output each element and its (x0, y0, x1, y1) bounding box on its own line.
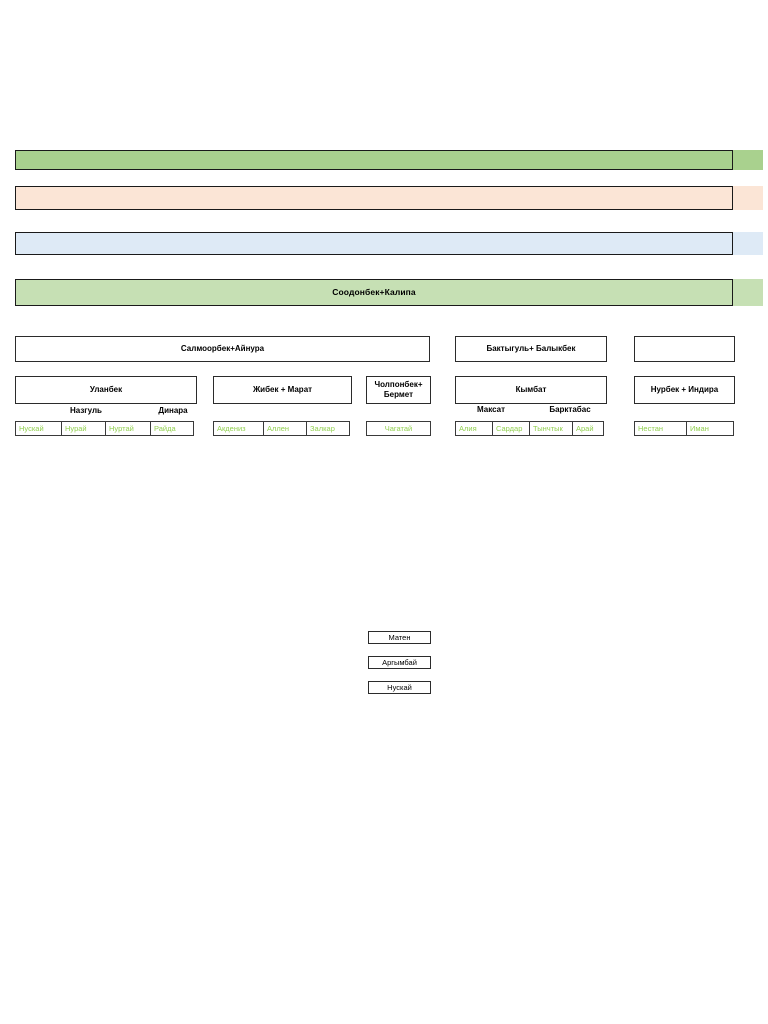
name-cell[interactable]: Нестан (634, 421, 687, 436)
name-cell-label: Чагатай (384, 423, 413, 433)
child-cholponbek[interactable]: Чолпонбек+ Бермет (366, 376, 431, 404)
name-cell[interactable]: Акдениз (213, 421, 264, 436)
child-kymbat[interactable]: Кымбат (455, 376, 607, 404)
name-cell[interactable]: Аллен (263, 421, 307, 436)
label-maksat: Максат (463, 404, 519, 417)
name-cell-label: Тынчтык (533, 423, 563, 433)
mini-maten[interactable]: Матен (368, 631, 431, 644)
label-nazgul-text: Назгуль (70, 406, 102, 416)
name-cell[interactable]: Чагатай (366, 421, 431, 436)
name-cell-label: Аллен (267, 423, 290, 433)
mini-nuskay[interactable]: Нускай (368, 681, 431, 694)
name-cell-label: Нускай (19, 423, 44, 433)
name-cell-label: Акдениз (217, 423, 246, 433)
name-cell[interactable]: Нускай (15, 421, 62, 436)
name-cell[interactable]: Иман (686, 421, 734, 436)
banner-4-fill-tail (731, 279, 763, 306)
name-cell-label: Залкар (310, 423, 335, 433)
couple-salmoorbek-label: Салмоорбек+Айнура (180, 343, 265, 353)
name-cell[interactable]: Нуртай (105, 421, 151, 436)
name-cell[interactable]: Райда (150, 421, 194, 436)
child-jibek-label: Жибек + Марат (252, 384, 313, 394)
name-cell-label: Алия (459, 423, 477, 433)
label-dinara-text: Динара (158, 406, 188, 416)
couple-baktygul-label: Бактыгуль+ Балыкбек (486, 343, 576, 353)
mini-maten-label: Матен (388, 632, 411, 642)
name-cell-label: Райда (154, 423, 176, 433)
label-dinara: Динара (143, 405, 203, 418)
child-kymbat-label: Кымбат (515, 384, 547, 394)
child-jibek[interactable]: Жибек + Марат (213, 376, 352, 404)
name-cell[interactable]: Арай (572, 421, 604, 436)
banner-2-fill-tail (731, 186, 763, 210)
mini-argymbay[interactable]: Аргымбай (368, 656, 431, 669)
banner-3 (15, 232, 733, 255)
name-cell-label: Нурай (65, 423, 87, 433)
name-cell[interactable]: Залкар (306, 421, 350, 436)
name-cell[interactable]: Нурай (61, 421, 106, 436)
couple-baktygul[interactable]: Бактыгуль+ Балыкбек (455, 336, 607, 362)
name-cell-label: Нуртай (109, 423, 134, 433)
name-cell-label: Иман (690, 423, 709, 433)
banner-1-fill-tail (731, 150, 763, 170)
banner-2 (15, 186, 733, 210)
child-ulanbek-label: Уланбек (89, 384, 123, 394)
couple-empty[interactable] (634, 336, 735, 362)
mini-argymbay-label: Аргымбай (382, 657, 417, 667)
banner-4-label: Соодонбек+Калипа (332, 287, 416, 298)
child-ulanbek[interactable]: Уланбек (15, 376, 197, 404)
name-cell-label: Сардар (496, 423, 523, 433)
label-barktabas: Барктабас (537, 404, 603, 417)
mini-nuskay-label: Нускай (387, 682, 412, 692)
couple-salmoorbek[interactable]: Салмоорбек+Айнура (15, 336, 430, 362)
child-cholponbek-label: Чолпонбек+ Бермет (374, 380, 423, 399)
banner-3-fill-tail (731, 232, 763, 255)
name-cell[interactable]: Алия (455, 421, 493, 436)
name-cell-label: Арай (576, 423, 594, 433)
child-nurbek-label: Нурбек + Индира (650, 384, 719, 394)
banner-1 (15, 150, 733, 170)
name-cell[interactable]: Тынчтык (529, 421, 573, 436)
banner-4: Соодонбек+Калипа (15, 279, 733, 306)
child-nurbek[interactable]: Нурбек + Индира (634, 376, 735, 404)
label-nazgul: Назгуль (56, 405, 116, 418)
label-maksat-text: Максат (476, 405, 506, 415)
name-cell[interactable]: Сардар (492, 421, 530, 436)
label-barktabas-text: Барктабас (549, 405, 591, 415)
name-cell-label: Нестан (638, 423, 664, 433)
